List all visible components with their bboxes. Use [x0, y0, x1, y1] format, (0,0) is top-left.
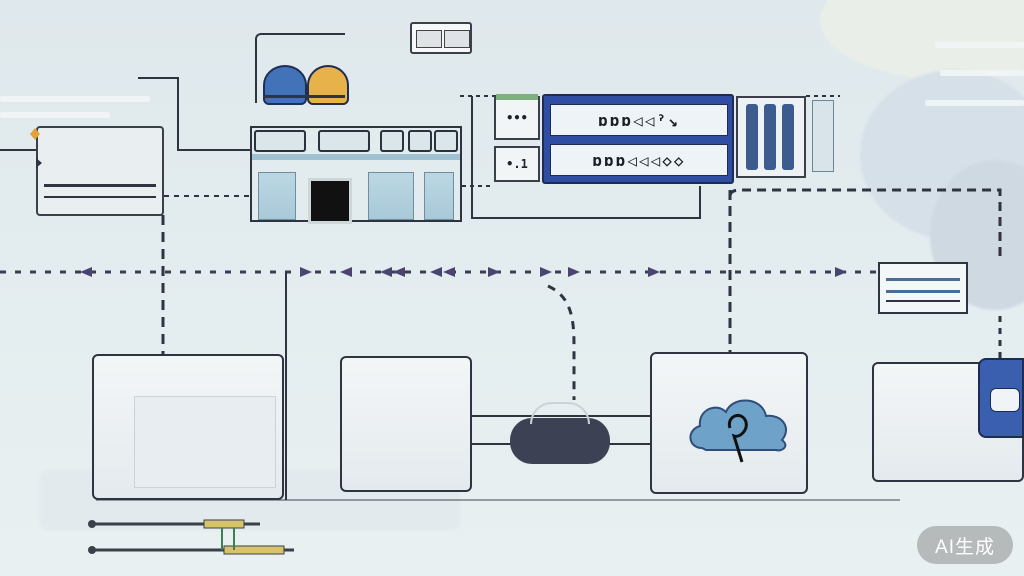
- server-rack-icon: [250, 126, 462, 224]
- rack-module: [434, 130, 458, 152]
- status-led-icon: [30, 128, 40, 140]
- gateway-dome: [530, 402, 590, 424]
- rack-module: [408, 130, 432, 152]
- workstation-icon: [92, 354, 284, 500]
- glare-line: [0, 96, 150, 102]
- users-icon: [255, 33, 349, 105]
- switch-row-ports: ɒɒɒ◁◁◁◇◇: [592, 150, 686, 170]
- switch-row-ports: ɒɒɒ◁◁ˀ↘: [598, 110, 680, 130]
- rack-module: [380, 130, 404, 152]
- glare-line: [940, 70, 1024, 76]
- rack-slot: [258, 172, 296, 220]
- rack-slot: [368, 172, 414, 220]
- ai-generated-badge: AI生成: [917, 526, 1013, 564]
- storage-module: [812, 100, 834, 172]
- rack-module: [318, 130, 370, 152]
- router-icon: [878, 262, 968, 314]
- cloud-icon: [689, 399, 787, 463]
- workstation-icon: [340, 356, 472, 492]
- glare-line: [0, 112, 110, 118]
- port-panel-icon: •.1: [494, 146, 540, 182]
- rack-display-icon: [308, 178, 352, 224]
- rack-slot: [424, 172, 454, 220]
- port-label: •••: [506, 111, 528, 125]
- port-panel-icon: •••: [494, 96, 540, 140]
- switch-row: ɒɒɒ◁◁ˀ↘: [550, 104, 728, 136]
- storage-icon: [736, 96, 806, 178]
- device-icon: [978, 358, 1024, 438]
- cloud-service-box: [650, 352, 808, 494]
- port-status-bar: [496, 94, 538, 100]
- ai-generated-label: AI生成: [935, 536, 995, 558]
- access-point-icon: [410, 22, 472, 54]
- glare-line: [935, 42, 1024, 48]
- monitor-icon: [30, 126, 164, 216]
- switch-row: ɒɒɒ◁◁◁◇◇: [550, 144, 728, 176]
- glare-line: [925, 100, 1024, 106]
- port-label: •.1: [506, 157, 528, 171]
- cable-icon: [88, 519, 294, 555]
- cloud-gateway-icon: [510, 418, 610, 464]
- network-switch-icon: ɒɒɒ◁◁ˀ↘ ɒɒɒ◁◁◁◇◇: [542, 94, 734, 184]
- rack-module: [254, 130, 306, 152]
